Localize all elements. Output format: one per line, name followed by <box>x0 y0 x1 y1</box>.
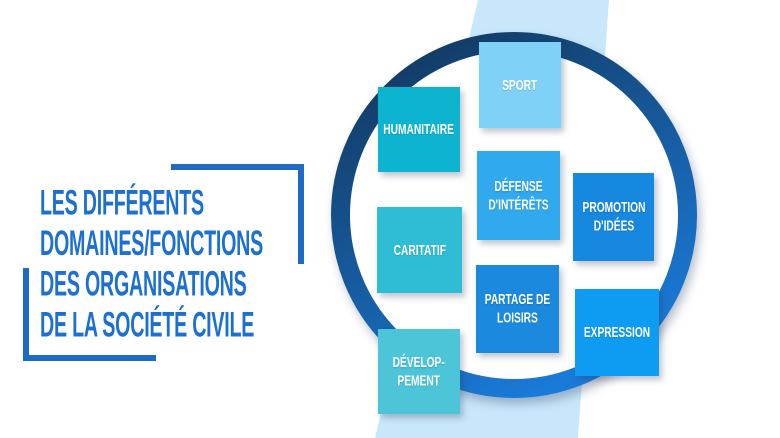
slide-title: LES DIFFÉRENTS DOMAINES/FONCTIONS DES OR… <box>40 184 263 345</box>
box-caritatif: CARITATIF <box>377 207 462 293</box>
box-sport-label: SPORT <box>502 75 538 93</box>
box-partage-loisirs: PARTAGE DE LOISIRS <box>476 265 559 353</box>
box-developpement-label: DÉVELOP- PEMENT <box>392 353 446 389</box>
box-caritatif-label: CARITATIF <box>393 240 446 258</box>
box-defense-interets: DÉFENSE D'INTÉRÊTS <box>477 151 560 240</box>
box-humanitaire-label: HUMANITAIRE <box>383 120 455 138</box>
box-expression-label: EXPRESSION <box>583 323 651 341</box>
box-expression: EXPRESSION <box>575 289 659 376</box>
bracket-bottom-left-decoration <box>23 268 156 361</box>
box-developpement: DÉVELOP- PEMENT <box>378 329 460 414</box>
box-promotion-idees-label: PROMOTION D'IDÉES <box>582 198 645 235</box>
box-humanitaire: HUMANITAIRE <box>378 87 460 172</box>
box-sport: SPORT <box>479 42 561 128</box>
box-defense-interets-label: DÉFENSE D'INTÉRÊTS <box>488 177 549 213</box>
box-promotion-idees: PROMOTION D'IDÉES <box>573 173 654 261</box>
box-partage-loisirs-label: PARTAGE DE LOISIRS <box>484 290 551 327</box>
bracket-top-right-decoration <box>171 164 304 264</box>
